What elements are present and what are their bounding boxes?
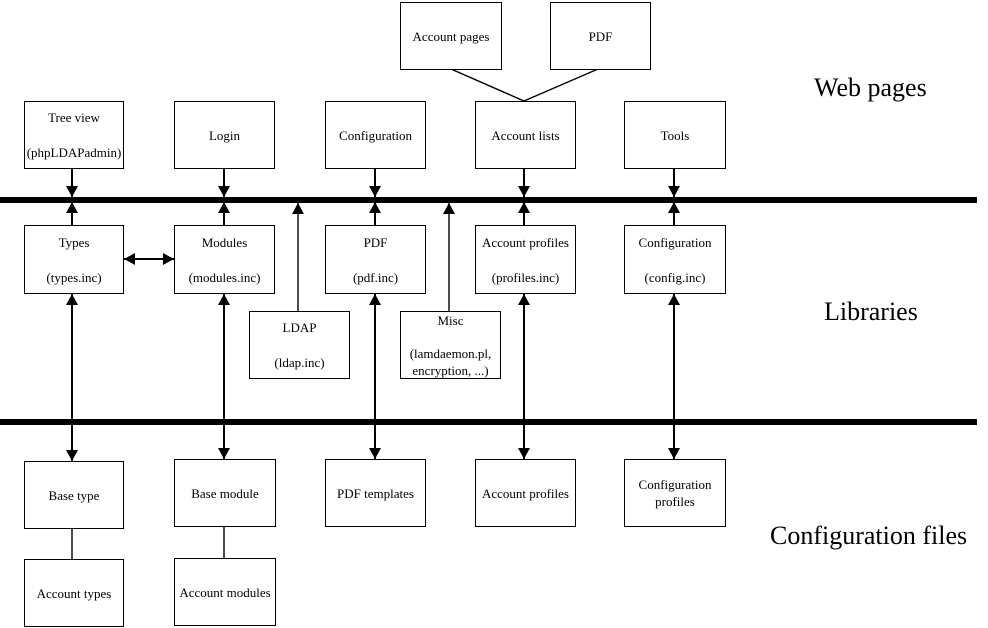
connector-pdf-page	[523, 68, 599, 102]
arrow-down-modules-base-module	[218, 448, 230, 459]
arrow-down-login-modules	[218, 186, 230, 197]
box-base-type: Base type	[24, 461, 124, 529]
box-pdf-library-line-1: PDF	[363, 234, 388, 250]
arrow-down-account-lists-profiles	[518, 186, 530, 197]
box-types-line-2: (types.inc)	[46, 269, 102, 285]
zone-label-libraries: Libraries	[824, 297, 918, 326]
box-account-modules-line-1: Account modules	[179, 584, 271, 600]
box-base-type-line-1: Base type	[48, 487, 100, 503]
box-account-profiles-library: Account profiles (profiles.inc)	[475, 225, 576, 294]
box-account-profiles-library-line-1: Account profiles	[481, 234, 569, 250]
arrow-left-types	[124, 253, 135, 265]
box-configuration-page: Configuration	[325, 101, 426, 169]
arrow-down-profiles-files	[518, 448, 530, 459]
arrow-up-tree-view-types	[66, 202, 78, 213]
box-ldap-line-2: (ldap.inc)	[274, 355, 325, 370]
arrow-down-configuration-pdf	[369, 186, 381, 197]
box-modules-line-2: (modules.inc)	[188, 269, 261, 285]
box-login: Login	[174, 101, 275, 169]
box-misc: Misc (lamdaemon.pl, encryption, ...)	[400, 311, 501, 379]
box-account-pages: Account pages	[400, 2, 502, 70]
arrow-up-pdf-templates	[369, 294, 381, 305]
box-account-pages-line-1: Account pages	[412, 28, 490, 44]
arrow-up-configuration-pdf	[369, 202, 381, 213]
box-account-types-line-1: Account types	[36, 585, 112, 601]
box-account-lists-line-1: Account lists	[491, 127, 560, 143]
box-account-profiles-file: Account profiles	[475, 459, 576, 527]
arrow-up-tools-configuration	[668, 202, 680, 213]
box-configuration-library-line-2: (config.inc)	[644, 269, 706, 285]
box-account-profiles-file-line-1: Account profiles	[481, 485, 569, 501]
box-tree-view-line-2: (phpLDAPadmin)	[26, 145, 122, 160]
box-misc-line-1: Misc	[437, 312, 464, 328]
box-misc-line-3: encryption, ...)	[412, 362, 489, 378]
connector-account-pages	[450, 68, 525, 102]
zone-label-web-pages: Web pages	[814, 73, 927, 102]
box-tools: Tools	[624, 101, 726, 169]
box-pdf-page: PDF	[550, 2, 651, 70]
box-configuration-library: Configuration (config.inc)	[624, 225, 726, 294]
box-account-lists: Account lists	[475, 101, 576, 169]
arrow-up-configuration-profiles	[668, 294, 680, 305]
arrow-up-account-lists-profiles	[518, 202, 530, 213]
box-account-types: Account types	[24, 559, 124, 627]
arrow-down-pdf-templates	[369, 448, 381, 459]
box-login-line-1: Login	[208, 127, 241, 143]
box-configuration-profiles-line-2: profiles	[655, 494, 695, 509]
box-types: Types (types.inc)	[24, 225, 124, 294]
box-ldap-line-1: LDAP	[282, 320, 317, 335]
box-misc-line-2: (lamdaemon.pl,	[409, 345, 492, 361]
arrow-down-configuration-profiles	[668, 448, 680, 459]
arrow-up-types-base-type	[66, 294, 78, 305]
arrow-down-tree-view-types	[66, 186, 78, 197]
arrow-up-login-modules	[218, 202, 230, 213]
arrow-up-misc	[443, 203, 455, 214]
arrow-up-ldap	[292, 203, 304, 214]
box-pdf-templates-line-1: PDF templates	[337, 485, 414, 501]
box-types-line-1: Types	[58, 234, 90, 250]
arrow-down-tools-configuration	[668, 186, 680, 197]
box-pdf-templates: PDF templates	[325, 459, 426, 527]
box-pdf-page-line-1: PDF	[588, 28, 613, 44]
box-pdf-library-line-2: (pdf.inc)	[352, 269, 399, 285]
box-account-profiles-library-line-2: (profiles.inc)	[491, 269, 560, 285]
box-configuration-profiles-line-1: Configuration	[638, 477, 712, 492]
arrow-right-modules	[163, 253, 174, 265]
box-ldap: LDAP (ldap.inc)	[249, 311, 350, 379]
box-base-module: Base module	[174, 459, 276, 527]
box-account-modules: Account modules	[174, 558, 276, 626]
box-configuration-page-line-1: Configuration	[339, 127, 412, 143]
box-pdf-library: PDF (pdf.inc)	[325, 225, 426, 294]
box-configuration-library-line-1: Configuration	[638, 234, 712, 250]
box-base-module-line-1: Base module	[191, 485, 259, 501]
arrow-down-types-base-type	[66, 450, 78, 461]
box-tools-line-1: Tools	[660, 127, 690, 143]
box-configuration-profiles: Configuration profiles	[624, 459, 726, 527]
box-modules: Modules (modules.inc)	[174, 225, 275, 294]
arrow-up-profiles-files	[518, 294, 530, 305]
box-modules-line-1: Modules	[201, 234, 248, 250]
box-tree-view: Tree view (phpLDAPadmin)	[24, 101, 124, 169]
zone-label-configuration-files: Configuration files	[770, 521, 968, 550]
box-tree-view-line-1: Tree view	[48, 110, 100, 125]
arrow-up-modules-base-module	[218, 294, 230, 305]
